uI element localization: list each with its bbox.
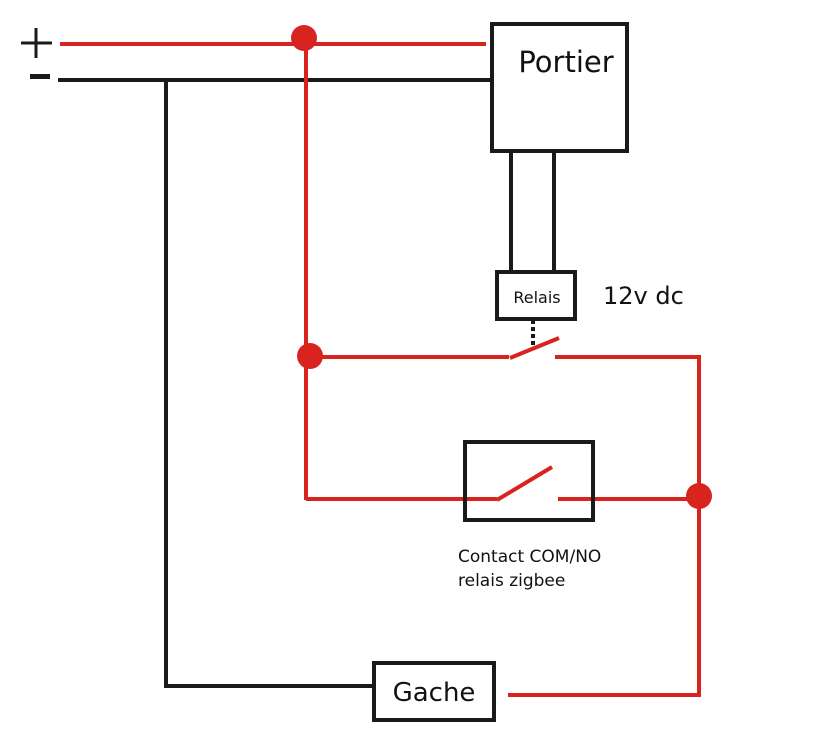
gache-label: Gache — [393, 678, 476, 708]
voltage-label: 12v dc — [603, 282, 684, 310]
zigbee-contact-label-line2: relais zigbee — [458, 571, 565, 591]
zigbee-contact-component: Contact COM/NO relais zigbee — [458, 440, 601, 591]
relay-switch-blade — [509, 336, 560, 360]
zigbee-contact-label-line1: Contact COM/NO — [458, 547, 601, 567]
negative-terminal-symbol — [30, 74, 50, 79]
junction-dot-top — [291, 25, 317, 51]
portier-component: Portier — [490, 22, 629, 153]
negative-to-gache-wire — [164, 80, 374, 688]
gache-component: Gache — [372, 661, 496, 722]
junction-dot-middle — [297, 343, 323, 369]
junction-dot-right — [686, 483, 712, 509]
relais-label: Relais — [513, 288, 560, 307]
positive-terminal-symbol — [21, 28, 52, 58]
relay-switch-output-wire — [508, 355, 701, 697]
zigbee-switch-blade — [495, 465, 554, 502]
relais-component: Relais — [495, 270, 577, 321]
portier-label: Portier — [518, 45, 613, 79]
